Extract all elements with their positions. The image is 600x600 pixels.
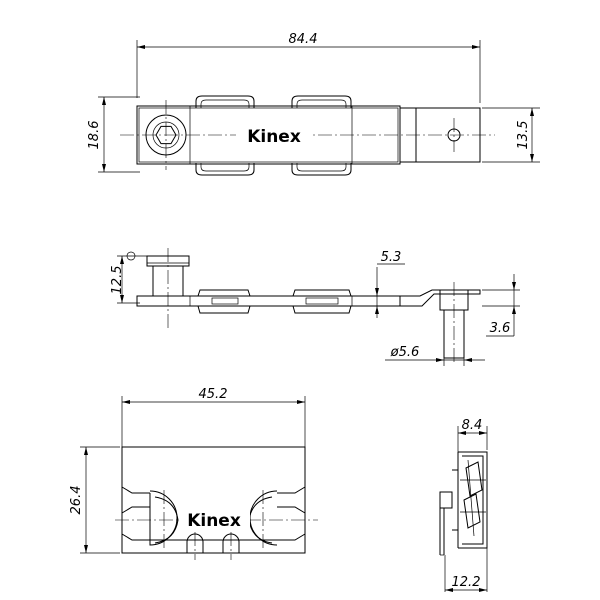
dim-offset: 5.3 xyxy=(381,250,402,265)
dim-pin-diameter: ø5.6 xyxy=(390,345,420,360)
dim-body-height: 18.6 xyxy=(87,121,102,150)
logo-kinex-top: Kinex xyxy=(247,127,301,147)
side-view: 12.5 5.3 3.6 xyxy=(110,248,520,366)
dim-end-width-top: 8.4 xyxy=(462,418,483,433)
dim-side-height: 12.5 xyxy=(110,266,125,295)
dim-bottom-height: 26.4 xyxy=(69,486,84,515)
dim-overall-length: 84.4 xyxy=(289,32,318,47)
end-view: 8.4 12.2 xyxy=(439,418,488,592)
dim-tab-height: 13.5 xyxy=(516,121,531,150)
dim-thickness: 3.6 xyxy=(490,321,511,336)
dim-end-width-bottom: 12.2 xyxy=(452,575,481,590)
logo-kinex-bottom: Kinex xyxy=(187,511,241,531)
dim-bottom-width: 45.2 xyxy=(199,387,228,402)
bottom-view: 45.2 26.4 Kinex xyxy=(69,387,318,560)
top-view: 84.4 18.6 13.5 xyxy=(87,32,540,176)
